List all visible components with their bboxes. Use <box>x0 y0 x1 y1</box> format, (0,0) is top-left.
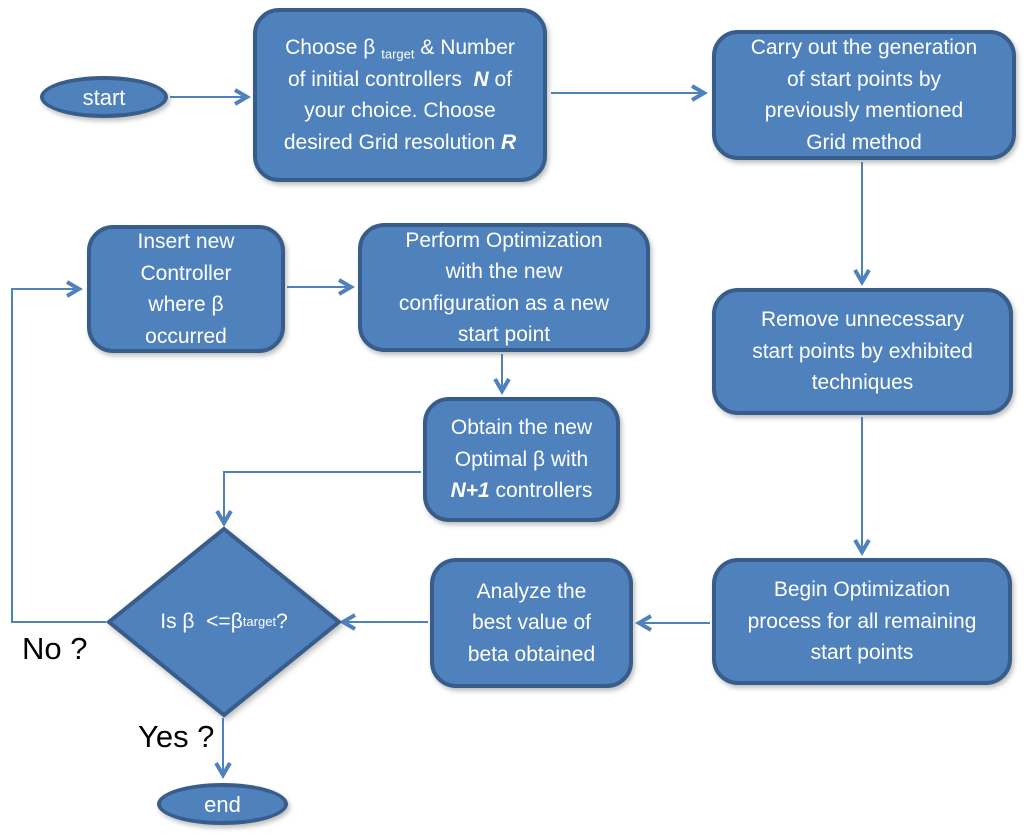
decision-label: Is β <=β target ? <box>160 610 288 634</box>
start-label: start <box>82 84 126 110</box>
end-label: end <box>204 791 241 817</box>
decision-diamond <box>105 526 343 718</box>
arrow-obtain-to-decision <box>215 471 421 527</box>
no-branch-label: No ? <box>22 631 88 666</box>
decision-diamond-shape <box>105 526 343 718</box>
end-terminal: end <box>157 783 288 825</box>
arrow-decision-no-to-insert <box>11 280 106 623</box>
yes-branch-label: Yes ? <box>138 719 215 754</box>
start-terminal: start <box>40 76 168 118</box>
